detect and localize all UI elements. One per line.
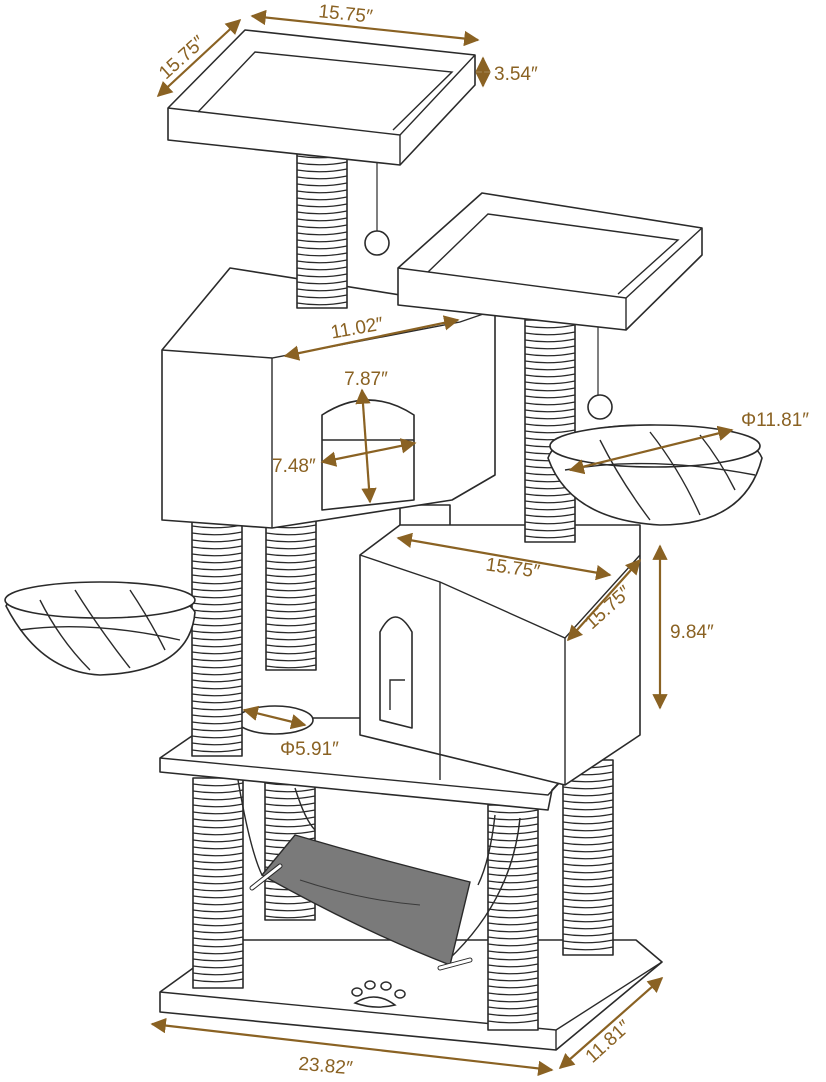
lower-condo [359, 504, 641, 786]
basket-right [547, 424, 763, 526]
dim-door-width: 7.48″ [272, 456, 316, 477]
hanging-ball-right [587, 325, 613, 420]
sisal-post-right-tall [524, 319, 576, 543]
sisal-post-upper-back-left [265, 519, 317, 671]
top-perch [167, 29, 476, 166]
hanging-ball-top [364, 160, 390, 256]
sisal-post-front-right [487, 804, 539, 1031]
dim-lower-box-height: 9.84″ [670, 622, 714, 643]
dimension-lines [150, 9, 734, 1077]
dim-hole-diameter: Φ5.91″ [280, 739, 339, 760]
second-perch [397, 192, 703, 331]
sisal-post-front-left [192, 777, 244, 989]
sisal-post-top [296, 149, 348, 309]
dim-base-width: 23.82″ [298, 1054, 354, 1080]
paw-print-icon [351, 980, 406, 1008]
dim-door-height: 7.87″ [344, 369, 388, 390]
sisal-post-back-right [562, 759, 614, 956]
basket-left [4, 581, 196, 676]
hammock [237, 779, 521, 971]
dim-basket-right-diameter: Φ11.81″ [741, 410, 809, 431]
sisal-post-upper-left [191, 519, 243, 757]
dim-top-height: 3.54″ [494, 64, 538, 85]
